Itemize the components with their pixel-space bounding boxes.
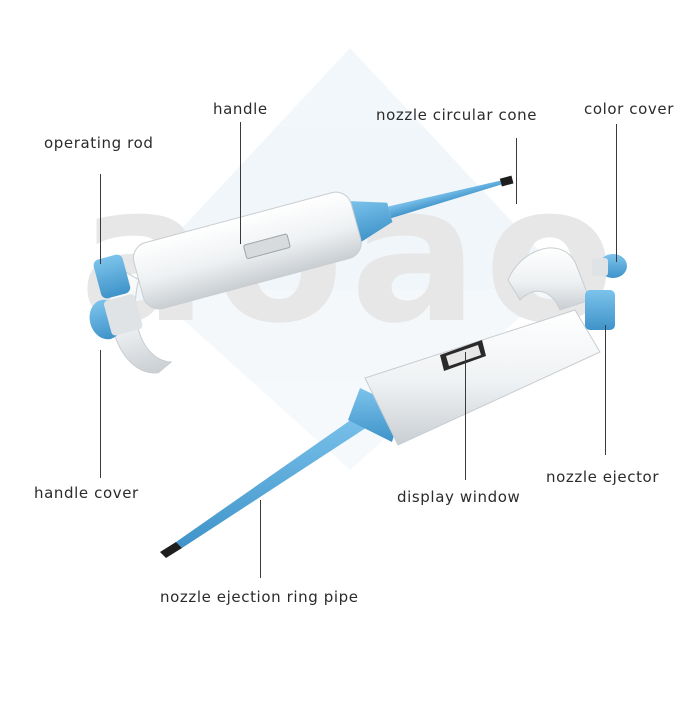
leader-display-window — [465, 352, 467, 480]
label-color-cover: color cover — [584, 100, 675, 118]
pipette-upper-display — [243, 233, 291, 259]
pipette-upper-plunger — [93, 254, 131, 299]
label-handle-cover: handle cover — [34, 484, 139, 502]
pipette-lower — [160, 247, 627, 558]
leader-operating-rod — [100, 174, 102, 264]
pipette-lower-tip — [176, 410, 378, 548]
pipette-upper-tip — [388, 180, 502, 219]
label-nozzle-circular-cone: nozzle circular cone — [376, 106, 538, 124]
leader-nozzle-ejector — [605, 325, 607, 455]
label-nozzle-ejection-ring-pipe: nozzle ejection ring pipe — [160, 588, 359, 606]
pipette-lower-ejector — [585, 290, 615, 330]
label-display-window: display window — [397, 488, 521, 506]
leader-handle — [240, 122, 242, 244]
leader-nozzle-circular-cone — [516, 138, 518, 204]
pipette-lower-handle — [364, 309, 601, 446]
pipette-lower-tip-end — [160, 542, 182, 558]
leader-handle-cover — [100, 350, 102, 478]
pipette-upper — [89, 175, 514, 374]
leader-color-cover — [616, 124, 618, 262]
label-handle: handle — [213, 100, 268, 118]
pipette-upper-tip-end — [499, 175, 514, 187]
label-nozzle-ejector: nozzle ejector — [546, 468, 660, 486]
leader-nozzle-ejection-ring-pipe — [260, 500, 262, 578]
label-operating-rod: operating rod — [44, 134, 154, 152]
